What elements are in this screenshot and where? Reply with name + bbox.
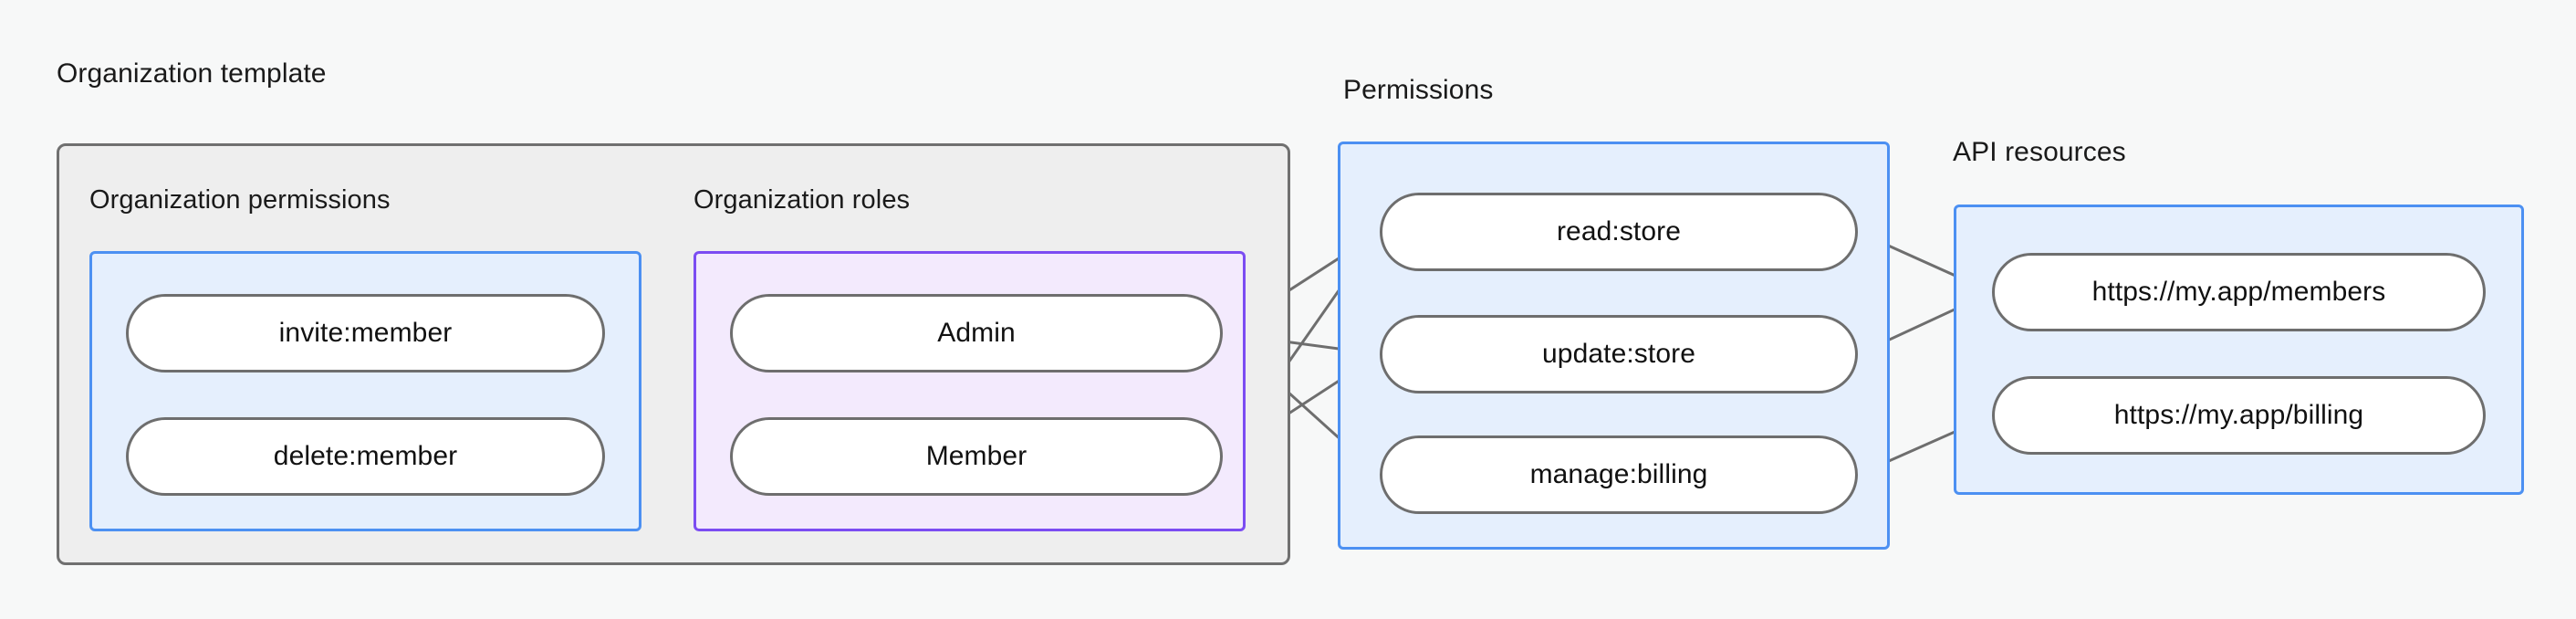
organization-template-label: Organization template <box>57 58 327 89</box>
node-update-store[interactable]: update:store <box>1380 315 1858 393</box>
node-update-store-label: update:store <box>1542 339 1695 369</box>
node-members-url[interactable]: https://my.app/members <box>1992 253 2486 331</box>
organization-roles-label: Organization roles <box>694 185 911 215</box>
organization-permissions-label: Organization permissions <box>89 185 391 215</box>
node-manage-billing[interactable]: manage:billing <box>1380 435 1858 514</box>
node-manage-billing-label: manage:billing <box>1529 459 1708 489</box>
node-delete-member-label: delete:member <box>273 441 458 471</box>
node-admin[interactable]: Admin <box>730 294 1223 372</box>
node-read-store[interactable]: read:store <box>1380 193 1858 271</box>
node-member[interactable]: Member <box>730 417 1223 496</box>
node-billing-url-label: https://my.app/billing <box>2113 400 2364 430</box>
node-members-url-label: https://my.app/members <box>2091 277 2386 307</box>
node-read-store-label: read:store <box>1556 216 1682 247</box>
node-invite-member-label: invite:member <box>278 318 453 348</box>
node-billing-url[interactable]: https://my.app/billing <box>1992 376 2486 455</box>
node-invite-member[interactable]: invite:member <box>126 294 605 372</box>
permissions-label: Permissions <box>1343 75 1494 105</box>
node-delete-member[interactable]: delete:member <box>126 417 605 496</box>
api-resources-label: API resources <box>1953 137 2126 167</box>
node-admin-label: Admin <box>937 318 1016 348</box>
node-member-label: Member <box>925 441 1027 471</box>
